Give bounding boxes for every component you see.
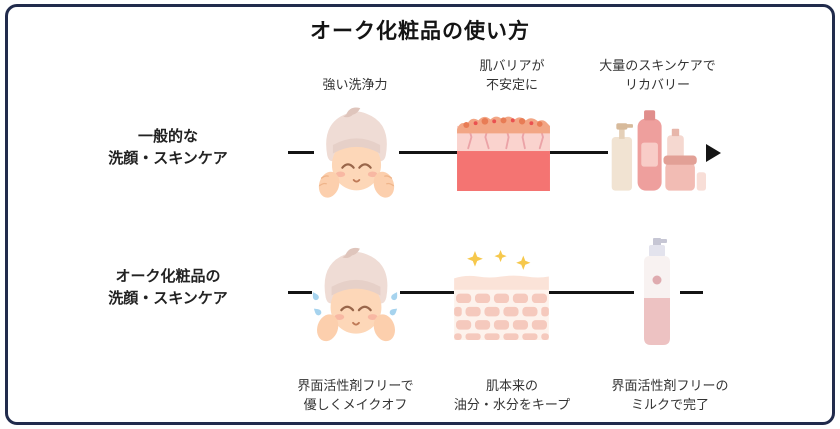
gentle-face-washing-icon [312, 247, 398, 342]
damaged-surface [457, 116, 550, 134]
caption-line: 不安定に [485, 77, 538, 92]
towel-brim [332, 138, 381, 154]
row2-step3-caption: 界面活性剤フリーの ミルクで完了 [590, 376, 750, 416]
row2-step2-caption: 肌本来の 油分・水分をキープ [442, 376, 582, 416]
row1-step2-caption: 肌バリアが 不安定に [452, 54, 572, 94]
skincare-products-illustration [608, 104, 706, 196]
caption-line: 強い洗浄力 [322, 77, 388, 92]
page-title: オーク化粧品の使い方 [310, 20, 530, 43]
damaged-skin-illustration [457, 112, 550, 191]
milk-bottle-illustration [634, 236, 680, 347]
healthy-cells [454, 293, 549, 340]
finger-lines [319, 175, 394, 187]
row1-label: 一般的な 洗顔・スキンケア [58, 126, 278, 170]
caption-line: ミルクで完了 [630, 397, 709, 412]
face-washing-icon [318, 107, 395, 198]
face [330, 280, 382, 334]
sparkle-icons [467, 250, 531, 270]
row2-label-line2: 洗顔・スキンケア [108, 290, 228, 307]
lotion-bottle [637, 110, 662, 191]
smooth-surface [454, 275, 549, 290]
towel-knot [342, 247, 360, 259]
cream-jar [663, 155, 697, 191]
towel-brim [331, 279, 381, 296]
mouth [352, 179, 361, 183]
blush [335, 171, 378, 178]
face [331, 139, 382, 191]
row2-step1-caption: 界面活性剤フリーで 優しくメイクオフ [283, 376, 428, 416]
row2-label-line1: オーク化粧品の [115, 268, 221, 285]
row1-step1-caption: 強い洗浄力 [295, 54, 415, 94]
gentle-face-washing-illustration [312, 245, 400, 346]
caption-line: 肌本来の [485, 378, 538, 393]
water-droplet-icons [312, 292, 398, 316]
row1-step3-caption: 大量のスキンケアで リカバリー [580, 54, 735, 94]
row1-arrowhead [706, 143, 721, 162]
caption-line: リカバリー [624, 77, 690, 92]
mouth [352, 321, 360, 326]
caption-line: 大量のスキンケアで [599, 58, 716, 73]
caption-line: 肌バリアが [479, 58, 545, 73]
towel-knot [343, 107, 361, 118]
small-bottle [667, 128, 684, 162]
bottle-cap [649, 245, 665, 257]
mini-tube [696, 172, 706, 191]
closed-eyes [340, 305, 372, 312]
bottle-logo [652, 275, 662, 285]
blush [334, 314, 378, 320]
hands [317, 314, 395, 342]
closed-eyes [341, 163, 372, 169]
damaged-skin-icon [457, 116, 550, 191]
caption-line: 油分・水分をキープ [453, 397, 571, 412]
row2-label: オーク化粧品の 洗顔・スキンケア [58, 266, 278, 310]
skincare-products-icon [611, 110, 706, 191]
caption-line: 界面活性剤フリーで [297, 378, 414, 393]
face-washing-illustration [314, 106, 399, 201]
irritation-spots [463, 117, 543, 128]
inflamed-layer [457, 149, 550, 191]
pump-spout [660, 239, 667, 243]
hands [318, 171, 395, 198]
caption-line: 界面活性剤フリーの [611, 378, 729, 393]
row1-label-line2: 洗顔・スキンケア [108, 150, 228, 167]
healthy-skin-illustration [454, 250, 549, 340]
row1-label-line1: 一般的な [137, 128, 198, 145]
red-spots [473, 118, 534, 126]
healthy-skin-icon [454, 250, 549, 340]
caption-line: 優しくメイクオフ [303, 397, 408, 412]
pump-bottle [611, 123, 633, 191]
bottle-lower [644, 298, 670, 345]
milk-bottle-icon [644, 238, 670, 345]
pump-nozzle [653, 238, 661, 246]
